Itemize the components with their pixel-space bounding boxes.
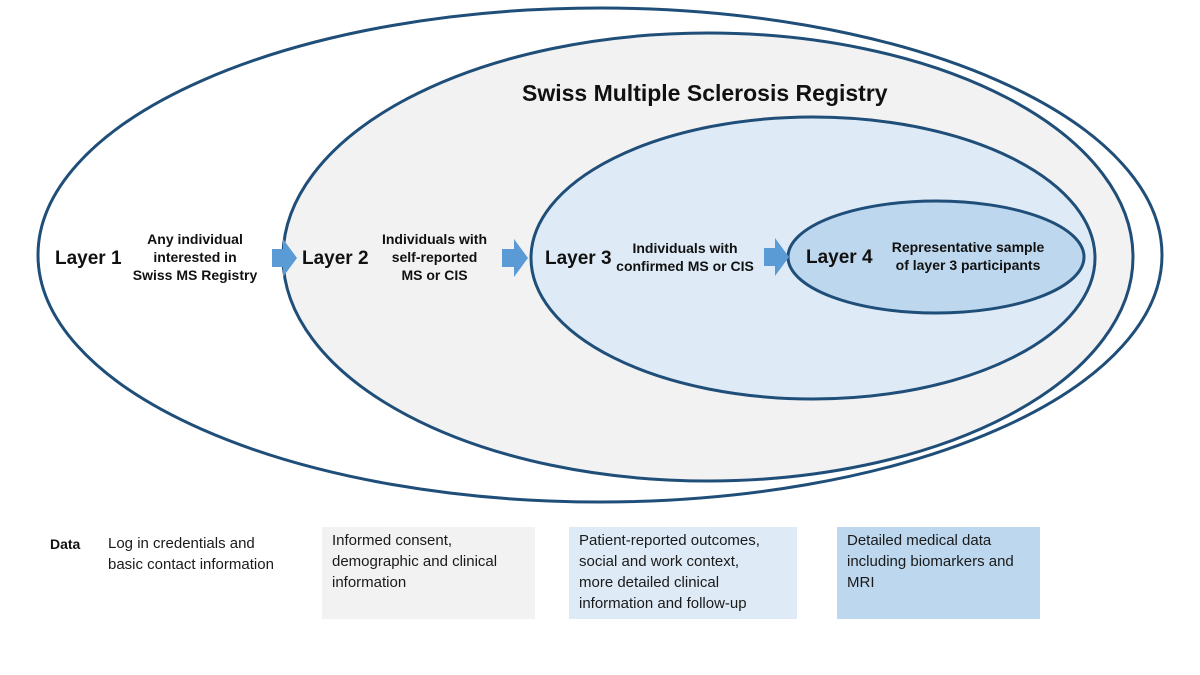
layer-4-label: Layer 4: [806, 247, 873, 268]
arrow-right-icon: [764, 238, 789, 276]
data-box-layer-3: Patient-reported outcomes, social and wo…: [569, 527, 797, 619]
layer-1-description: Any individual interested in Swiss MS Re…: [132, 231, 258, 283]
layer-4-description: Representative sample of layer 3 partici…: [891, 239, 1045, 273]
layer-3-label: Layer 3: [545, 248, 612, 269]
layer-1-label: Layer 1: [55, 248, 122, 269]
arrow-right-icon: [272, 239, 297, 277]
data-box-layer-1: Log in credentials and basic contact inf…: [108, 535, 274, 573]
data-label: Data: [50, 536, 81, 552]
data-box-layer-2: Informed consent, demographic and clinic…: [322, 527, 535, 619]
diagram-title: Swiss Multiple Sclerosis Registry: [522, 80, 888, 106]
layer-3-description: Individuals with confirmed MS or CIS: [616, 240, 754, 274]
arrow-right-icon: [502, 239, 528, 277]
layer-2-description: Individuals with self-reported MS or CIS: [381, 231, 487, 283]
data-box-layer-4: Detailed medical data including biomarke…: [837, 527, 1040, 619]
layer-2-label: Layer 2: [302, 248, 369, 269]
